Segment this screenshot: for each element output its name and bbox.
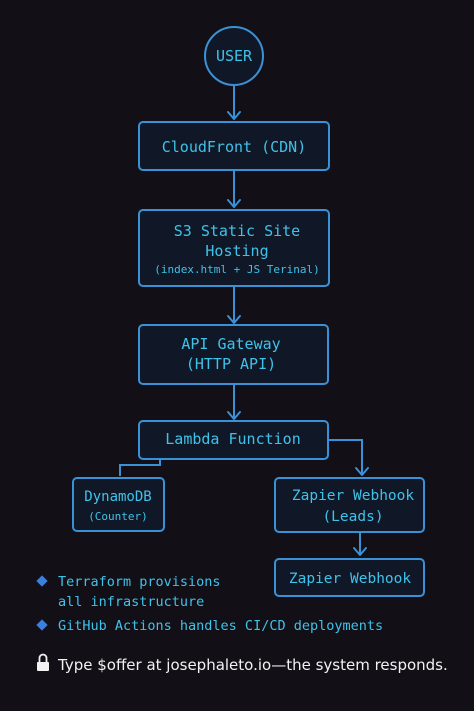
node-cloudfront: CloudFront (CDN) bbox=[138, 121, 330, 171]
arrowhead-s3 bbox=[227, 199, 241, 208]
zapier-box bbox=[274, 558, 425, 597]
zapier-leads-label-line1: Zapier Webhook bbox=[292, 488, 414, 504]
arrowhead-cloudfront bbox=[227, 111, 241, 120]
node-s3: S3 Static Site Hosting (index.html + JS … bbox=[138, 209, 330, 287]
arrowhead-api-gateway bbox=[227, 315, 241, 324]
lambda-box bbox=[138, 420, 329, 460]
cloudfront-label: CloudFront (CDN) bbox=[162, 138, 307, 156]
arrowhead-zapier bbox=[353, 547, 367, 556]
edge-lambda-zapier-leads bbox=[328, 439, 363, 474]
arrowhead-zapier-leads bbox=[355, 467, 369, 476]
footer-message: Type $offer at josephaleto.io—the system… bbox=[57, 656, 448, 674]
s3-box bbox=[138, 209, 330, 287]
api-gateway-box bbox=[138, 324, 329, 385]
note-terraform-line2: all infrastructure bbox=[58, 594, 204, 610]
zapier-label: Zapier Webhook bbox=[289, 571, 411, 587]
cloudfront-box bbox=[138, 121, 330, 171]
bullet-diamond-icon bbox=[36, 575, 48, 587]
s3-label-line1: S3 Static Site bbox=[174, 222, 300, 240]
api-gateway-label-line2: (HTTP API) bbox=[186, 355, 276, 373]
note-github-actions: GitHub Actions handles CI/CD deployments bbox=[58, 618, 383, 634]
api-gateway-label-line1: API Gateway bbox=[181, 335, 280, 353]
connectors bbox=[119, 86, 369, 556]
node-zapier: Zapier Webhook bbox=[274, 558, 425, 597]
node-dynamodb: DynamoDB (Counter) bbox=[72, 477, 165, 532]
node-user: USER bbox=[204, 26, 264, 86]
dynamodb-box bbox=[72, 477, 165, 532]
zapier-leads-box bbox=[274, 477, 425, 533]
arrowhead-lambda bbox=[227, 411, 241, 420]
dynamodb-label: DynamoDB bbox=[84, 489, 151, 505]
edge-lambda-dynamodb bbox=[119, 459, 161, 476]
zapier-leads-label-line2: (Leads) bbox=[322, 509, 383, 525]
node-zapier-leads: Zapier Webhook (Leads) bbox=[274, 477, 425, 533]
user-circle bbox=[204, 26, 264, 86]
lock-icon bbox=[37, 653, 49, 671]
notes: Terraform provisions all infrastructure … bbox=[36, 574, 383, 634]
dynamodb-sublabel: (Counter) bbox=[88, 510, 148, 523]
node-lambda: Lambda Function bbox=[138, 420, 329, 460]
s3-label-line2: Hosting bbox=[205, 242, 268, 260]
note-terraform-line1: Terraform provisions bbox=[58, 574, 221, 590]
lambda-label: Lambda Function bbox=[165, 430, 300, 448]
user-label: USER bbox=[216, 47, 253, 65]
footer: Type $offer at josephaleto.io—the system… bbox=[37, 653, 448, 674]
node-api-gateway: API Gateway (HTTP API) bbox=[138, 324, 329, 385]
s3-sublabel: (index.html + JS Terinal) bbox=[154, 263, 320, 276]
bullet-diamond-icon bbox=[36, 619, 48, 631]
